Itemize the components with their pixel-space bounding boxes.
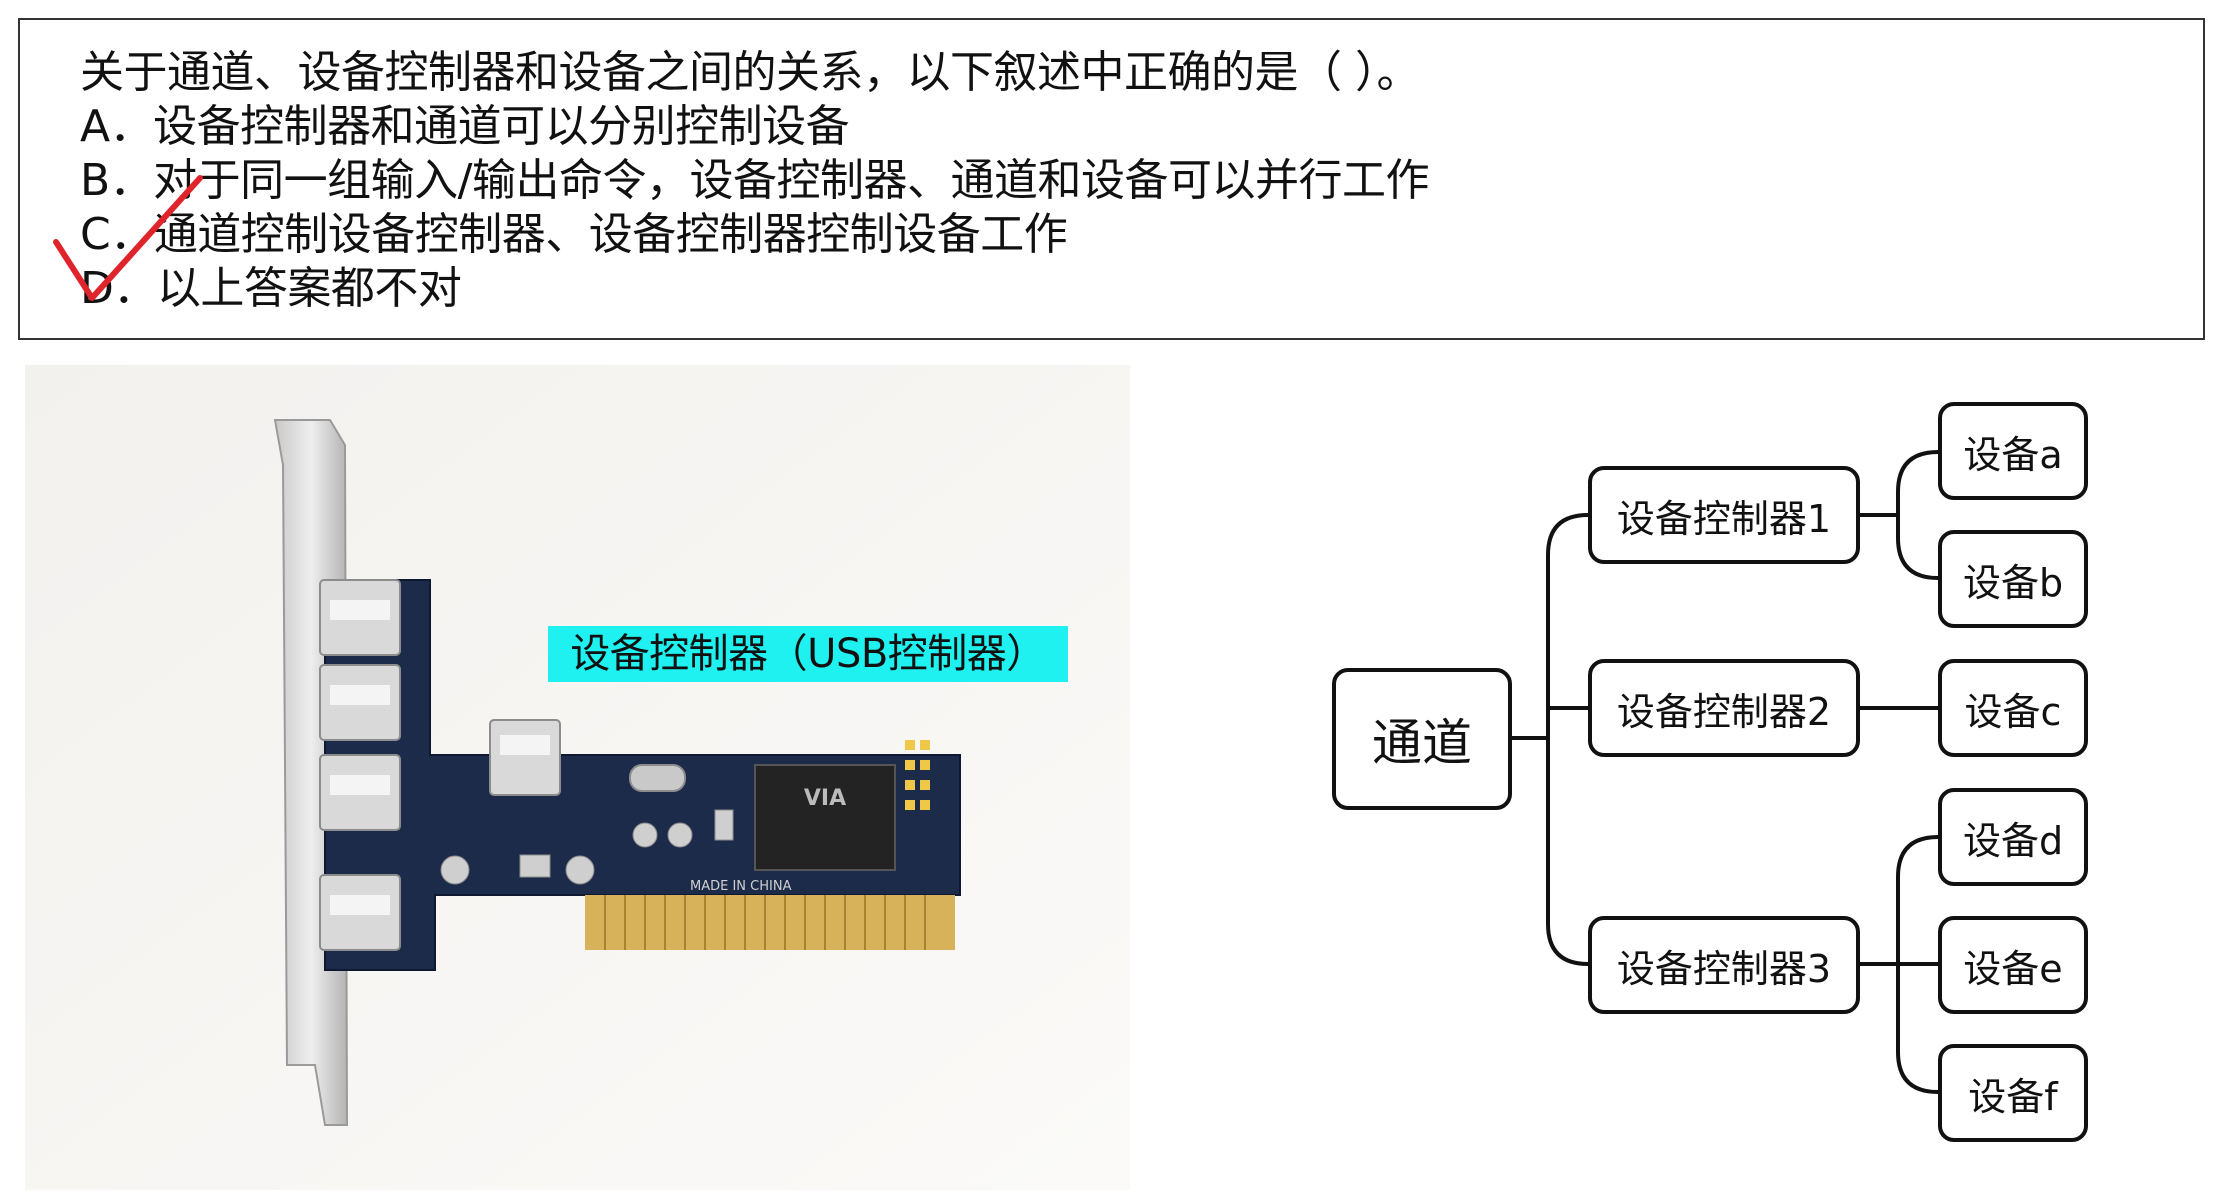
usb-card-illustration: VIA MADE IN CHINA [25, 365, 1130, 1190]
connector-ctrl1-devices [1896, 450, 1939, 580]
crystal [629, 764, 686, 792]
option-a: A．设备控制器和通道可以分别控制设备 [80, 101, 850, 152]
node-device-d: 设备d [1938, 788, 2088, 886]
connector-trunk [1546, 513, 1589, 966]
question-box: 关于通道、设备控制器和设备之间的关系，以下叙述中正确的是（ ）。 A．设备控制器… [18, 18, 2205, 340]
node-controller-1: 设备控制器1 [1588, 466, 1860, 564]
node-controller-3: 设备控制器3 [1588, 916, 1860, 1014]
pins [905, 740, 930, 810]
question-text: 关于通道、设备控制器和设备之间的关系，以下叙述中正确的是（ ）。 A．设备控制器… [80, 46, 1430, 316]
board-text: MADE IN CHINA [690, 879, 792, 894]
node-device-b: 设备b [1938, 530, 2088, 628]
usb-controller-photo: VIA MADE IN CHINA [25, 365, 1130, 1190]
option-b: B．对于同一组输入/输出命令，设备控制器、通道和设备可以并行工作 [80, 155, 1430, 206]
components [440, 809, 734, 885]
node-channel: 通道 [1332, 668, 1512, 810]
connector-ctrl3-devices [1896, 835, 1939, 1094]
question-stem: 关于通道、设备控制器和设备之间的关系，以下叙述中正确的是（ ）。 [80, 47, 1420, 98]
option-d: D．以上答案都不对 [80, 263, 462, 314]
via-chip [754, 764, 896, 871]
node-controller-2: 设备控制器2 [1588, 659, 1860, 757]
option-c: C．通道控制设备控制器、设备控制器控制设备工作 [80, 209, 1068, 260]
usb-ports [319, 579, 561, 951]
chip-text: VIA [804, 786, 846, 811]
node-device-a: 设备a [1938, 402, 2088, 500]
gold-contacts [585, 895, 955, 950]
usb-controller-label: 设备控制器（USB控制器） [548, 626, 1068, 682]
node-device-e: 设备e [1938, 916, 2088, 1014]
node-device-f: 设备f [1938, 1044, 2088, 1142]
node-device-c: 设备c [1938, 659, 2088, 757]
